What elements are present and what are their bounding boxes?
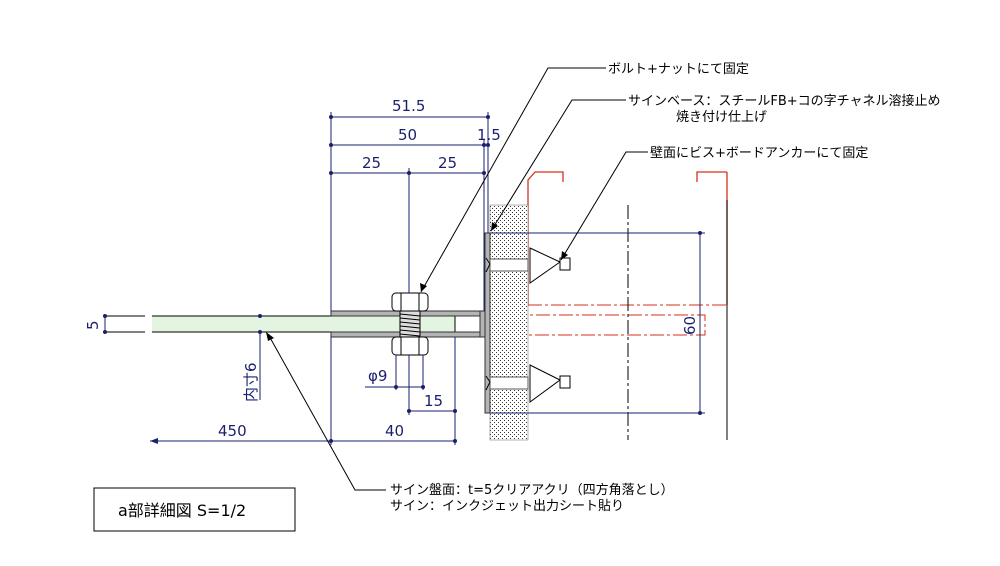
extension-lines bbox=[259, 112, 705, 445]
dim-channel-depth: 50 bbox=[398, 126, 417, 144]
leader-lines bbox=[267, 67, 648, 491]
dim-inner-gap: 内寸6 bbox=[242, 362, 260, 402]
note-panel-1: サイン盤面：t=5クリアアクリ（四方角落とし） bbox=[390, 482, 674, 498]
wall-board bbox=[489, 204, 529, 441]
dim-bolt-dia: φ9 bbox=[368, 367, 387, 385]
note-panel-2: サイン：インクジェット出力シート貼り bbox=[390, 499, 624, 514]
dim-half-right: 25 bbox=[438, 154, 457, 172]
dim-plate-height: 60 bbox=[681, 316, 699, 335]
title-block bbox=[93, 487, 296, 532]
title-label: a部詳細図 S=1/2 bbox=[118, 501, 246, 520]
bolt-nut bbox=[391, 292, 429, 356]
dim-insert-depth: 40 bbox=[385, 422, 404, 440]
dimension-lines bbox=[104, 116, 701, 442]
note-base-2: 焼き付け仕上げ bbox=[676, 110, 767, 125]
dim-panel-length: 450 bbox=[218, 422, 247, 440]
dim-panel-thickness: 5 bbox=[84, 320, 102, 330]
dim-bolt-to-end: 15 bbox=[424, 392, 443, 410]
note-base-1: サインベース：スチールFB+コの字チャネル溶接止め bbox=[628, 93, 941, 109]
dim-overall: 51.5 bbox=[392, 97, 425, 115]
dim-half-left: 25 bbox=[362, 154, 381, 172]
board-anchor-lower bbox=[485, 364, 571, 403]
board-anchor-upper bbox=[485, 247, 571, 284]
dim-plate-thickness: 1.5 bbox=[477, 126, 501, 144]
note-wall: 壁面にビス+ボードアンカーにて固定 bbox=[650, 146, 868, 161]
dimension-dots bbox=[103, 115, 702, 444]
note-bolt: ボルト+ナットにて固定 bbox=[608, 62, 749, 77]
leader-arrows bbox=[266, 222, 568, 341]
